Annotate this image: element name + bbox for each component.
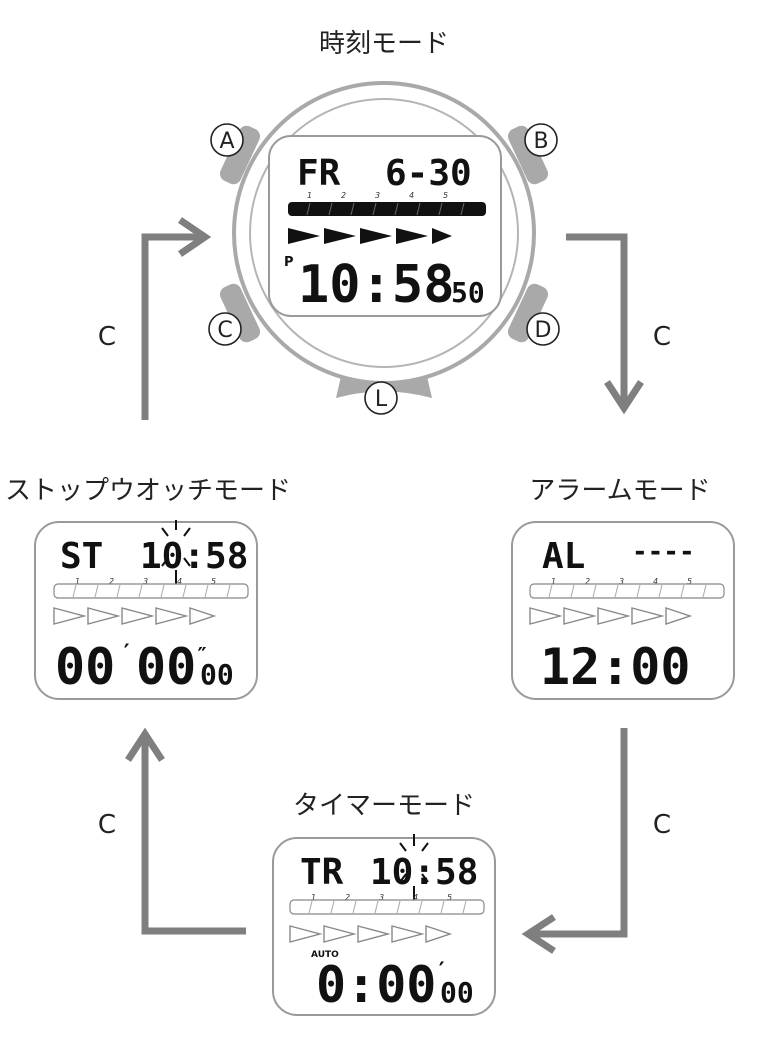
- alarm-time: 12:00: [540, 638, 691, 696]
- timer-clock: 10:58: [370, 852, 478, 893]
- svg-text:″: ″: [196, 643, 208, 667]
- c-label-left-lower: C: [98, 810, 116, 840]
- arrow-to-alarm: [566, 233, 628, 408]
- stopwatch-mode-title: ストップウオッチモード: [5, 476, 291, 506]
- alarm-setting: ----: [632, 537, 695, 567]
- timer-prime: ′: [435, 959, 448, 984]
- arrow-to-timekeeping: [141, 233, 205, 420]
- timekeeping-mode-title: 時刻モード: [319, 29, 449, 59]
- stopwatch-display: ST 10:58 00 ′ 00 ″ 00: [34, 520, 258, 700]
- svg-text:B: B: [533, 129, 548, 154]
- button-c[interactable]: [217, 281, 262, 345]
- stopwatch-hundredths: 00: [200, 658, 234, 691]
- alarm-code: AL: [542, 536, 585, 577]
- timer-blink-marks: [399, 834, 429, 900]
- button-c-badge: C: [208, 312, 242, 346]
- c-label-right-upper: C: [653, 322, 671, 352]
- timer-value: 0:00: [316, 956, 436, 1014]
- c-label-left-upper: C: [98, 322, 116, 352]
- c-label-right-lower: C: [653, 810, 671, 840]
- arrow-to-timer-head: [521, 914, 556, 954]
- button-l-badge: L: [364, 381, 398, 415]
- arrow-to-timekeeping-head: [178, 217, 212, 257]
- seconds: 50: [451, 276, 485, 309]
- stopwatch-minutes: 00: [55, 638, 115, 696]
- auto-indicator: AUTO: [311, 950, 339, 960]
- transition-arrows: [125, 217, 644, 954]
- timer-mode-title: タイマーモード: [293, 791, 475, 821]
- arrow-to-timer: [528, 728, 628, 938]
- date: 6-30: [385, 153, 472, 194]
- button-b[interactable]: [505, 123, 550, 187]
- stopwatch-code: ST: [60, 536, 103, 577]
- alarm-mode-title: アラームモード: [529, 476, 710, 506]
- timer-hundredths: 00: [440, 976, 474, 1009]
- watch: FR 6-30 P 10:58 50: [217, 81, 550, 398]
- weekday: FR: [297, 153, 341, 194]
- svg-text:L: L: [375, 387, 388, 412]
- arrow-to-stopwatch-head: [125, 727, 165, 762]
- button-d[interactable]: [505, 281, 550, 345]
- main-time: 10:58: [298, 255, 455, 315]
- segment-bar: [288, 202, 486, 216]
- arrow-to-alarm-head: [604, 380, 644, 415]
- button-b-badge: B: [524, 123, 558, 157]
- pointer-triangles: [288, 228, 452, 244]
- alarm-display: AL ---- 12:00: [511, 521, 735, 700]
- timer-code: TR: [300, 852, 344, 893]
- button-a-badge: A: [210, 123, 244, 157]
- button-a[interactable]: [217, 123, 262, 187]
- pm-indicator: P: [284, 255, 294, 270]
- arrow-to-stopwatch: [141, 734, 246, 935]
- blink-marks: [161, 520, 191, 584]
- timer-display: TR 10:58 AUTO 0:00 ′ 00: [272, 834, 496, 1016]
- stopwatch-clock: 10:58: [140, 536, 248, 577]
- watch-display: [268, 135, 502, 317]
- svg-text:A: A: [219, 129, 234, 154]
- svg-text:D: D: [535, 318, 552, 343]
- svg-text:C: C: [217, 318, 232, 343]
- svg-text:′: ′: [120, 641, 133, 666]
- stopwatch-seconds: 00: [136, 638, 196, 696]
- button-d-badge: D: [526, 312, 560, 346]
